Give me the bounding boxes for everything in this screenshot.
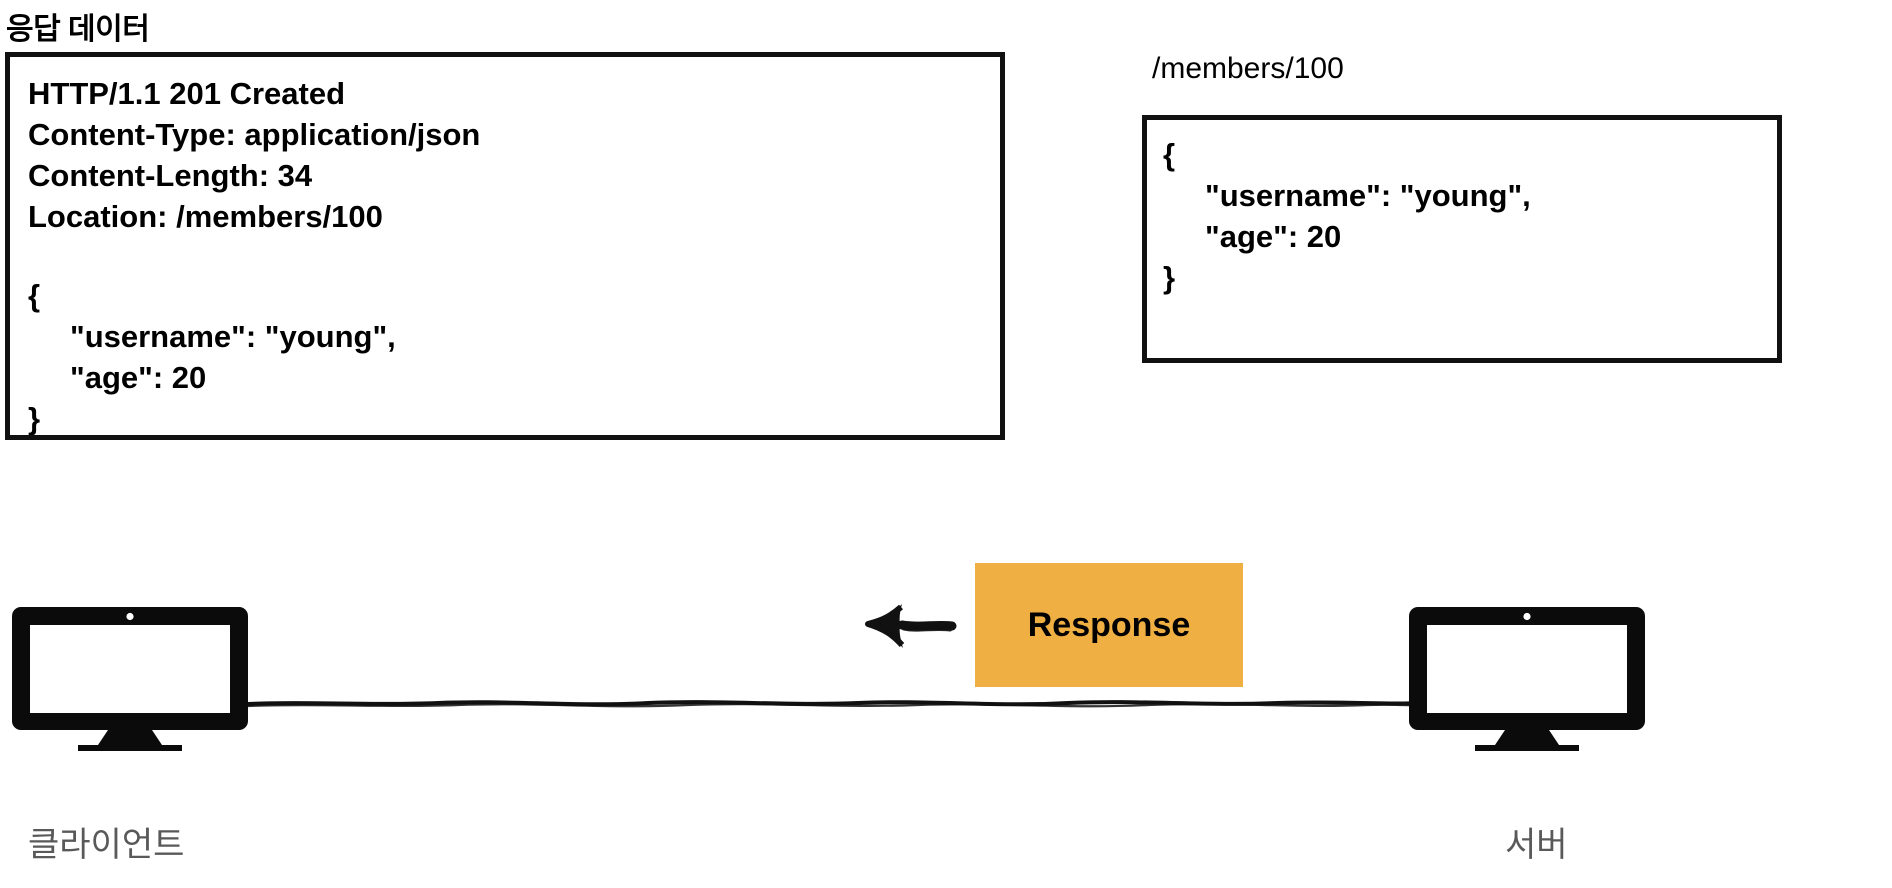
response-body-open-brace: { xyxy=(28,278,41,313)
resource-body-open-brace: { xyxy=(1163,137,1176,172)
arrow-left-icon xyxy=(840,598,960,654)
server-monitor-icon xyxy=(1409,607,1654,751)
response-flow-chip[interactable]: Response xyxy=(975,563,1243,687)
box-edge-bottom xyxy=(5,435,1005,440)
resource-body-close-brace: } xyxy=(1163,260,1176,295)
response-status-line: HTTP/1.1 201 Created xyxy=(28,76,346,111)
response-header-content-type: Content-Type: application/json xyxy=(28,117,481,152)
client-monitor-icon xyxy=(12,607,257,751)
resource-body-age: "age": 20 xyxy=(1205,219,1342,254)
resource-uri-label: /members/100 xyxy=(1152,52,1344,85)
box-edge-left xyxy=(5,52,10,440)
response-header-content-length: Content-Length: 34 xyxy=(28,158,313,193)
response-body-close-brace: } xyxy=(28,401,41,435)
box-edge-top xyxy=(5,52,1005,57)
response-body-username: "username": "young", xyxy=(70,319,396,354)
response-message-box: HTTP/1.1 201 Created Content-Type: appli… xyxy=(5,52,1005,440)
server-label: 서버 xyxy=(1505,826,1568,864)
box-edge-bottom xyxy=(1142,358,1782,363)
box-edge-left xyxy=(1142,115,1147,363)
response-body-age: "age": 20 xyxy=(70,360,207,395)
box-edge-top xyxy=(1142,115,1782,120)
resource-body-box: { "username": "young", "age": 20 } xyxy=(1142,115,1782,363)
client-label: 클라이언트 xyxy=(28,826,185,864)
resource-body-username: "username": "young", xyxy=(1205,178,1531,213)
response-flow-chip-label: Response xyxy=(1027,605,1191,644)
box-edge-right xyxy=(1777,115,1782,363)
box-edge-right xyxy=(1000,52,1005,440)
response-header-location: Location: /members/100 xyxy=(28,199,383,234)
page-title: 응답 데이터 xyxy=(6,13,150,46)
connection-line xyxy=(248,690,1418,716)
blank-line-separator xyxy=(28,237,1000,275)
